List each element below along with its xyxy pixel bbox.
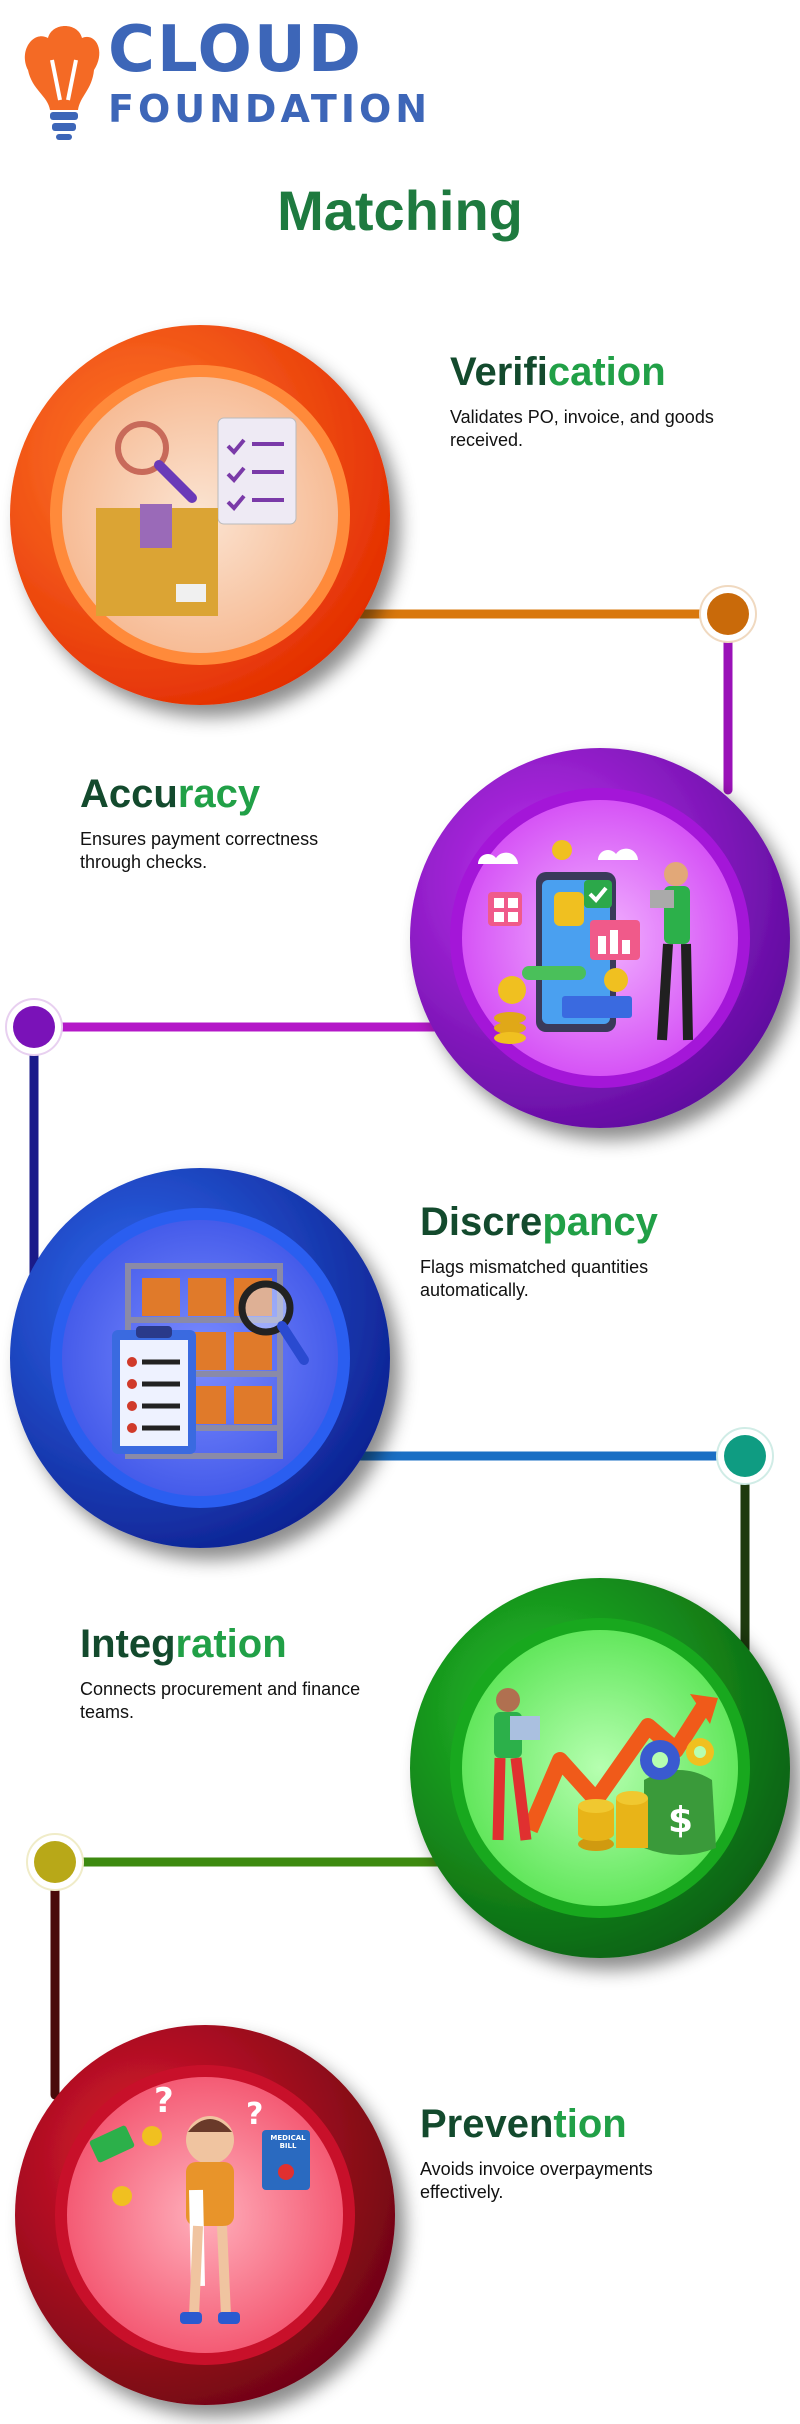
badge-line-2: BILL [279, 2142, 297, 2151]
item-prevention: Prevention Avoids invoice overpayments e… [420, 2102, 720, 2203]
discrepancy-medallion [10, 1168, 390, 1548]
brand-line-2: FOUNDATION [108, 87, 432, 131]
item-heading: Verification [450, 350, 750, 394]
medical-bill-person-icon: ? ? [89, 2081, 310, 2324]
item-accuracy: Accuracy Ensures payment correctness thr… [80, 772, 380, 873]
item-description: Flags mismatched quantities automaticall… [420, 1257, 649, 1300]
heading-dark-part: Accu [80, 772, 178, 816]
item-description: Avoids invoice overpayments effectively. [420, 2159, 653, 2202]
svg-text:?: ? [154, 2081, 174, 2121]
heading-dark-part: Verifi [450, 350, 548, 394]
heading-dark-part: Discre [420, 1200, 543, 1244]
lightbulb-cloud-icon [24, 26, 100, 140]
brand-line-1: CLOUD [108, 13, 363, 87]
heading-light-part: pancy [542, 1200, 658, 1244]
badge-line-1: MEDICAL [270, 2134, 306, 2142]
heading-dark-part: Integ [80, 1622, 176, 1666]
svg-text:?: ? [246, 2097, 263, 2132]
item-description: Ensures payment correctness through chec… [80, 829, 319, 872]
item-description: Connects procurement and finance teams. [80, 1679, 361, 1722]
svg-text:$: $ [668, 1800, 693, 1841]
verification-medallion [10, 325, 390, 705]
heading-dark-part: Preven [420, 2102, 554, 2146]
item-heading: Discrepancy [420, 1200, 720, 1244]
item-heading: Accuracy [80, 772, 380, 816]
item-heading: Integration [80, 1622, 380, 1666]
accuracy-medallion [410, 748, 790, 1128]
item-description: Validates PO, invoice, and goods receive… [450, 407, 714, 450]
growth-arrow-coins-icon: $ [492, 1688, 718, 1855]
item-integration: Integration Connects procurement and fin… [80, 1622, 380, 1723]
prevention-medallion: ? ? [15, 2025, 395, 2405]
heading-light-part: cation [547, 350, 666, 394]
heading-light-part: racy [177, 772, 261, 816]
integration-medallion: $ [410, 1578, 790, 1958]
connector-nodes [5, 585, 774, 1891]
package-checklist-magnifier-icon [96, 417, 297, 616]
item-verification: Verification Validates PO, invoice, and … [450, 350, 750, 451]
medical-bill-badge: MEDICAL BILL [264, 2134, 312, 2151]
heading-light-part: tion [553, 2102, 627, 2146]
connector-lines [29, 609, 750, 2100]
item-heading: Prevention [420, 2102, 720, 2146]
item-discrepancy: Discrepancy Flags mismatched quantities … [420, 1200, 720, 1301]
page-title: Matching [277, 179, 523, 242]
person-phone-payments-icon [478, 840, 693, 1044]
heading-light-part: ration [175, 1622, 287, 1666]
warehouse-shelves-clipboard-icon [112, 1263, 309, 1459]
brand-logo-text: CLOUD FOUNDATION [108, 18, 431, 128]
